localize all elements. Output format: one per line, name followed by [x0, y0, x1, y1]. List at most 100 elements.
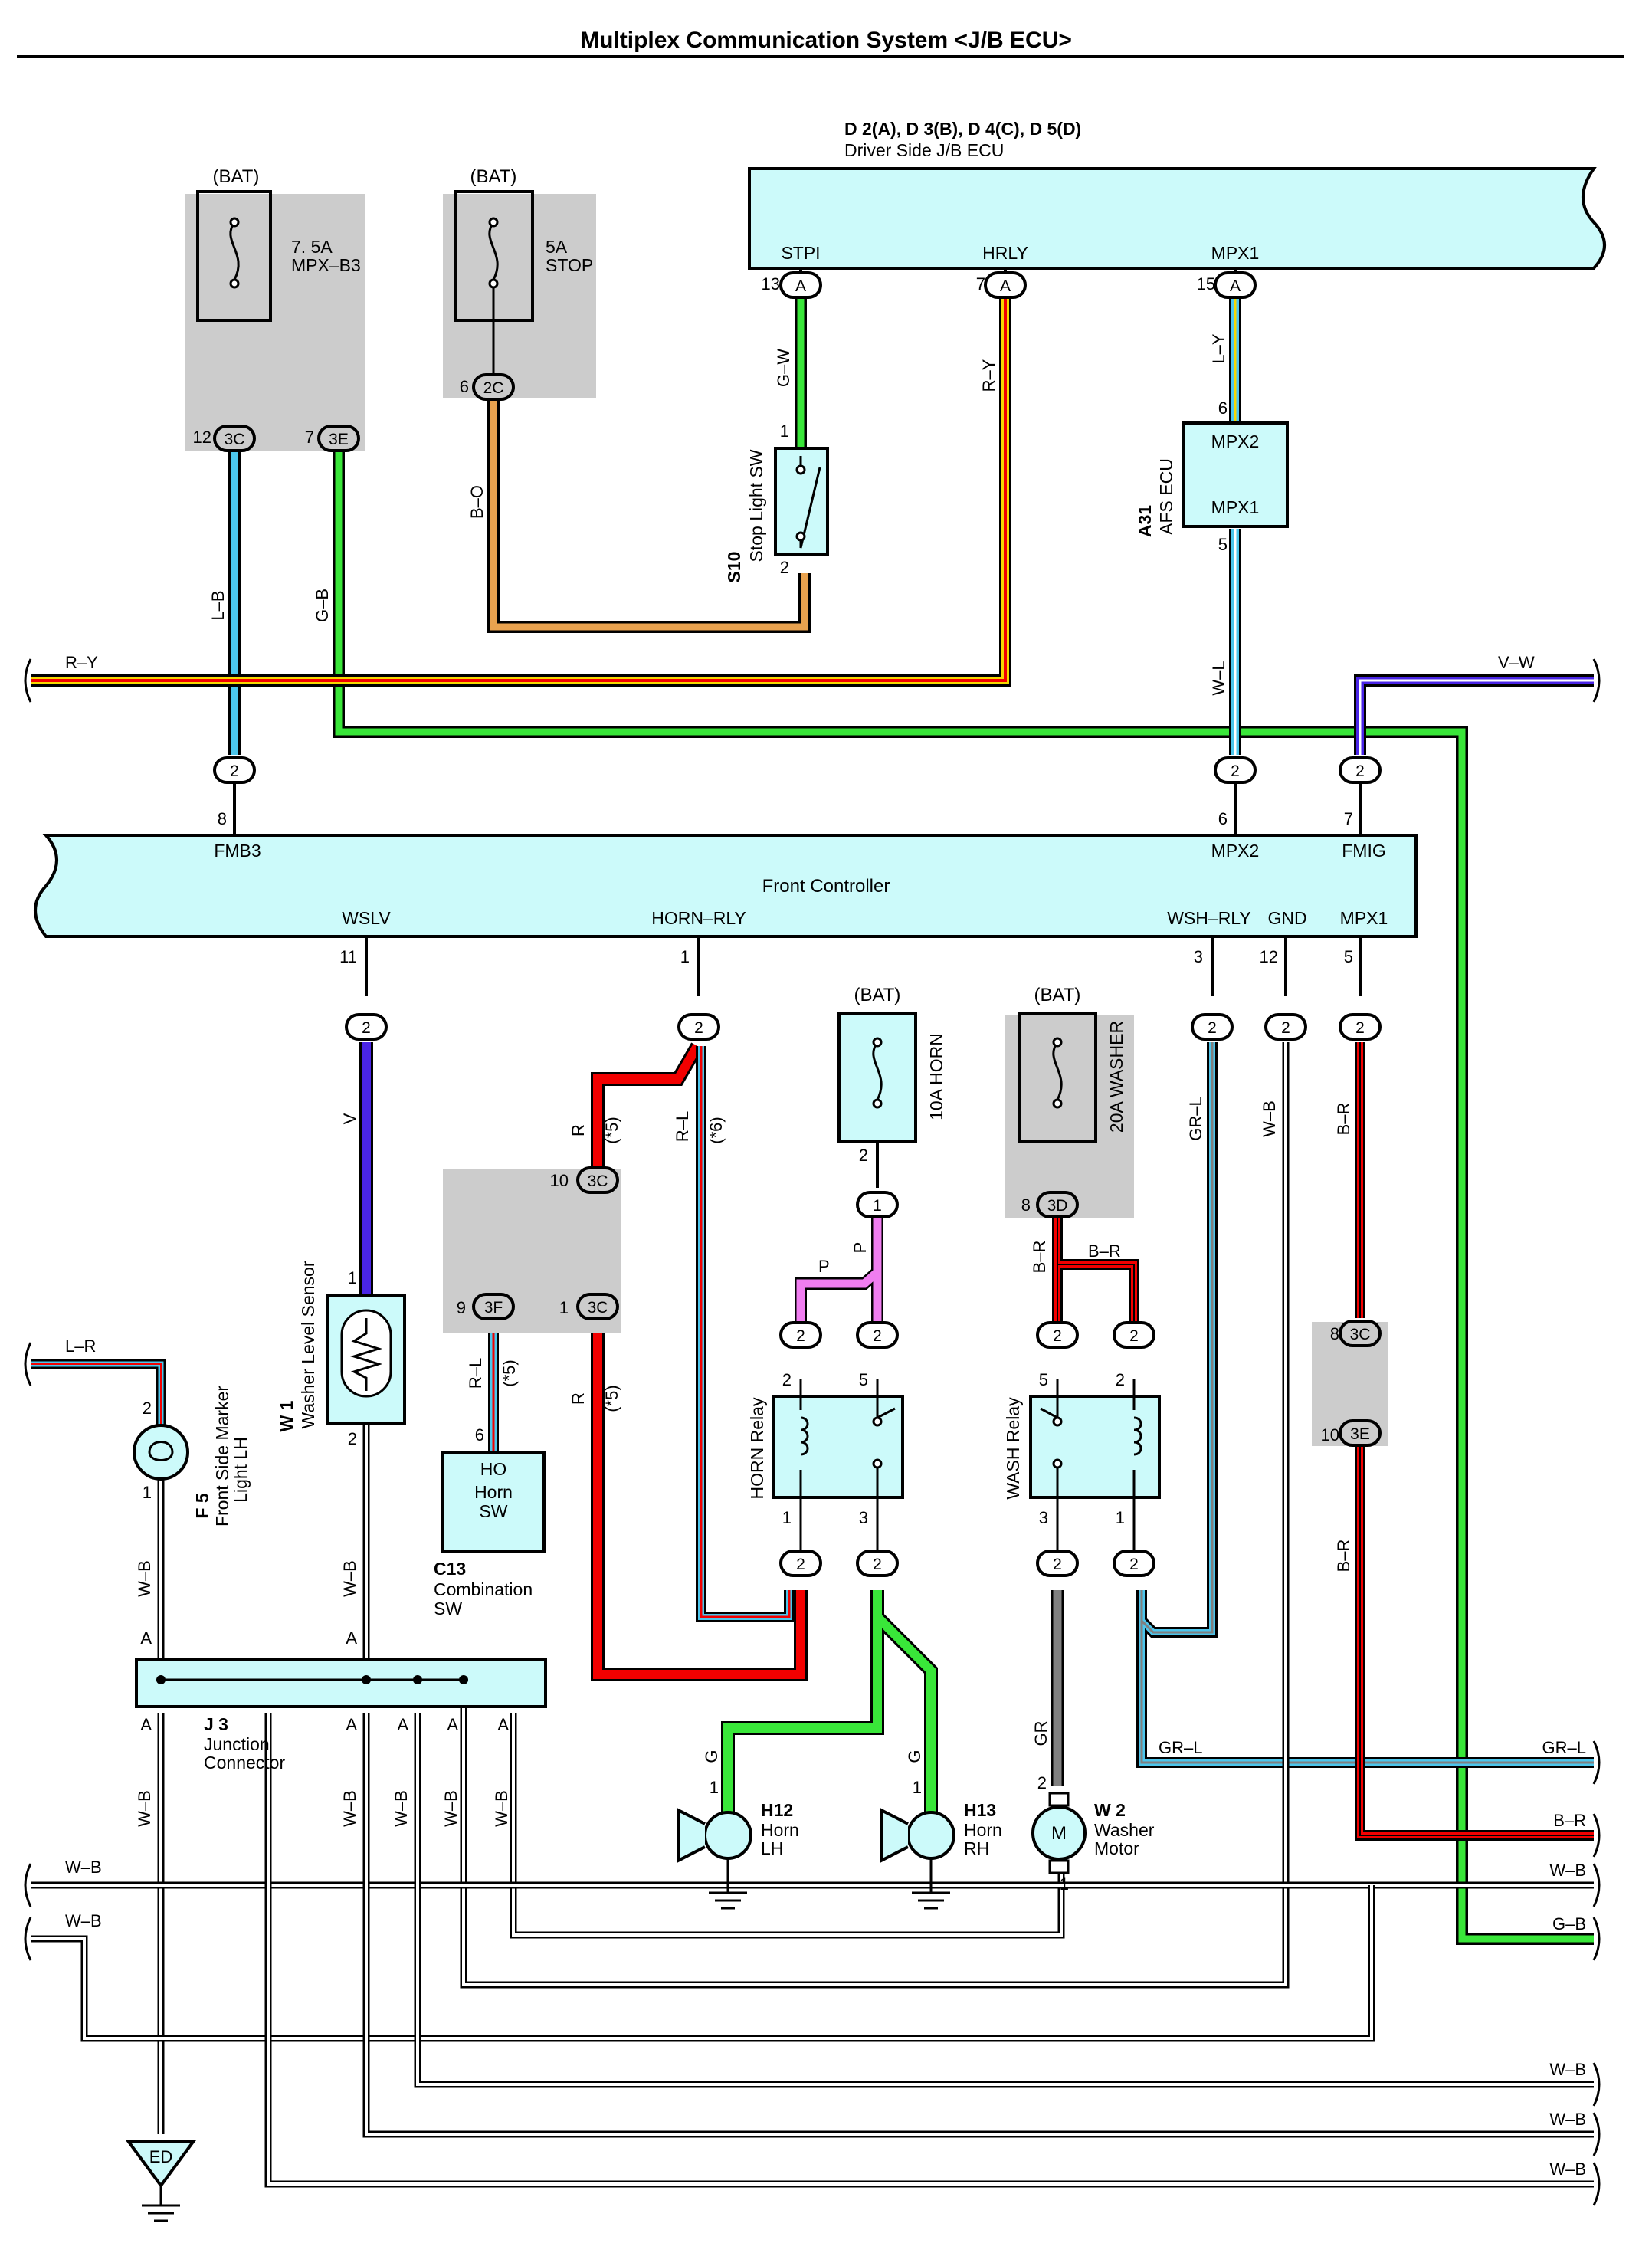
wire-gb-color [335, 452, 1594, 1943]
combo-pin9: 9 [457, 1298, 466, 1317]
conn-hrly-label: A [1000, 277, 1011, 295]
horn-sw-pin6: 6 [475, 1425, 484, 1445]
fc-horn-rly: HORN–RLY [651, 908, 746, 928]
conn-horn-relay-a: 2 [779, 1321, 822, 1349]
svg-text:R–L: R–L [466, 1358, 485, 1389]
conn-fmig-label: 2 [1355, 762, 1365, 780]
wire-br-mpx1-color [1357, 1042, 1594, 1838]
marker-name: Front Side Marker [212, 1386, 232, 1527]
conn-mpx1-label: A [1230, 277, 1241, 295]
svg-text:A: A [346, 1628, 357, 1648]
svg-text:L–B: L–B [208, 590, 228, 620]
wire-vw [1354, 674, 1594, 755]
conn-mpxb3-b: 3E [317, 425, 360, 452]
conn-gnd-label: 2 [1281, 1019, 1290, 1037]
fuse-dot [488, 217, 499, 228]
conn-mpx1-fc-label: 2 [1355, 1019, 1365, 1037]
switch-contact [795, 531, 806, 542]
fuse-stop-name: STOP [546, 255, 593, 275]
conn-fmb3-label: 2 [230, 762, 239, 780]
svg-text:B–R: B–R [1334, 1540, 1353, 1573]
horn-rh-name: Horn [964, 1820, 1002, 1840]
wire-g-horn-color [723, 1590, 936, 1816]
conn-horn-relay-c: 2 [779, 1550, 822, 1577]
horn-lh-side: LH [761, 1838, 783, 1858]
conn-3e-right-label: 3E [1350, 1425, 1370, 1443]
junction-name: Junction [204, 1734, 270, 1754]
svg-text:W–B: W–B [65, 1911, 102, 1930]
wire-labels: G–W R–Y L–Y B–O L–B G–B W–L R–Y V–W V R … [65, 333, 1535, 1930]
conn-combo-3c-label: 3C [588, 1299, 608, 1317]
conn-wsh-rly: 2 [1191, 1013, 1234, 1041]
washer-motor-name2: Motor [1094, 1838, 1139, 1858]
fc-gnd: GND [1267, 908, 1306, 928]
svg-text:W–B: W–B [1260, 1100, 1279, 1137]
wash-relay-pin-b: 2 [1116, 1370, 1125, 1389]
conn-mpx1: A [1214, 271, 1257, 299]
sensor-name: Washer Level Sensor [298, 1261, 318, 1428]
svg-text:R: R [569, 1124, 588, 1136]
combo-code: C13 [434, 1559, 466, 1579]
mpxb3-pin-b: 7 [305, 428, 314, 447]
svg-text:B–R: B–R [1088, 1241, 1121, 1261]
wire-br-wash [1052, 1218, 1139, 1322]
horn-rh-code: H13 [964, 1800, 996, 1820]
wash-relay-pin-c: 3 [1039, 1508, 1048, 1527]
svg-text:R–Y: R–Y [979, 359, 998, 392]
horn-switch [441, 1451, 546, 1553]
horn-lh-name: Horn [761, 1820, 799, 1840]
horn-relay-name: HORN Relay [747, 1397, 767, 1499]
fuse-washer-pin: 8 [1021, 1195, 1031, 1215]
svg-text:W–B: W–B [340, 1560, 359, 1597]
relay-contact [872, 1416, 883, 1427]
pin-stpi-number: 13 [762, 274, 780, 294]
conn-mpx2-label: 2 [1231, 762, 1240, 780]
conn-horn-rly: 2 [677, 1013, 720, 1041]
conn-horn-rly-label: 2 [694, 1019, 703, 1037]
combo-pin10: 10 [550, 1171, 569, 1190]
conn-wslv: 2 [345, 1013, 388, 1041]
svg-text:B–O: B–O [467, 485, 487, 519]
conn-wash-relay-a-label: 2 [1053, 1327, 1062, 1345]
svg-text:W–B: W–B [340, 1790, 359, 1827]
conn-horn-fuse-label: 1 [873, 1197, 882, 1215]
wire-br-wash-stripe [1057, 1218, 1135, 1322]
conn-horn-relay-c-label: 2 [796, 1556, 805, 1573]
driver-jb-ecu-box [748, 167, 1606, 270]
stop-fuse-pin: 6 [460, 377, 469, 396]
conn-mpx1-fc: 2 [1339, 1013, 1382, 1041]
driver-jb-name: Driver Side J/B ECU [844, 140, 1004, 160]
wire-br-mpx1 [1355, 1042, 1594, 1841]
wire-end-right [1592, 658, 1601, 2206]
horn-lh-pin: 1 [710, 1778, 719, 1797]
washer-motor-code: W 2 [1094, 1800, 1126, 1820]
fc-pin-wsh: 3 [1194, 947, 1203, 966]
horn-rh [880, 1807, 955, 1910]
fc-wsh-rly: WSH–RLY [1167, 908, 1251, 928]
wire-br-mpx1-stripe [1359, 1042, 1594, 1836]
svg-text:A: A [140, 1628, 152, 1648]
relay-contact [872, 1458, 883, 1469]
svg-text:A: A [397, 1715, 408, 1734]
svg-text:A: A [497, 1715, 509, 1734]
conn-horn-relay-b-label: 2 [873, 1327, 882, 1345]
wash-relay-pin-d: 1 [1116, 1508, 1125, 1527]
conn-3c3e-pin10: 10 [1321, 1425, 1339, 1445]
wire-vw-stripe [1359, 679, 1594, 755]
pin-stpi-label: STPI [781, 243, 820, 263]
conn-3c3e-pin8: 8 [1330, 1324, 1339, 1343]
conn-mpxb3-a-label: 3C [225, 431, 245, 448]
svg-text:P: P [851, 1242, 870, 1254]
combo-pin1: 1 [559, 1298, 569, 1317]
conn-stop-fuse: 2C [472, 373, 515, 401]
conn-wash-relay-c-label: 2 [1053, 1556, 1062, 1573]
wire-rl6-stripe [700, 1046, 791, 1618]
pin-hrly-number: 7 [976, 274, 985, 294]
afs-mpx2: MPX2 [1211, 431, 1260, 451]
stop-sw-pin2: 2 [780, 558, 789, 577]
sensor-pin2: 2 [348, 1429, 357, 1448]
sensor-pin1: 1 [348, 1268, 357, 1287]
right-exit-labels: GR–L B–R W–B G–B W–B W–B W–B [1542, 1738, 1586, 2179]
horn-sw-sw: SW [479, 1501, 507, 1521]
